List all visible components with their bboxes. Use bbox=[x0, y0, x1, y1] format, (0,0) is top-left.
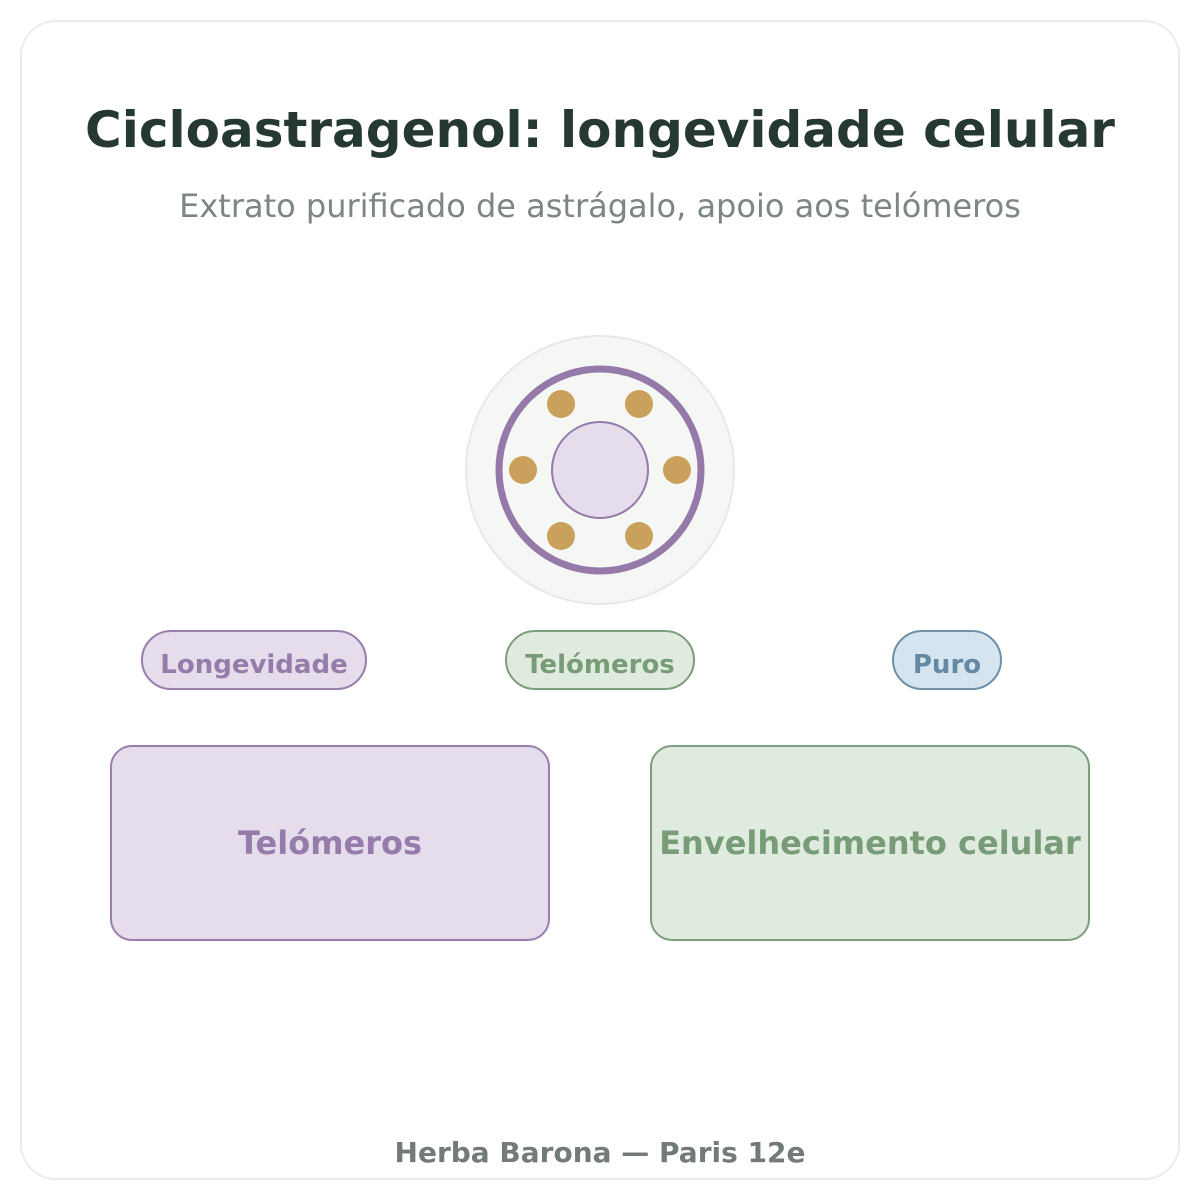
tag-label: Telómeros bbox=[525, 650, 675, 680]
emblem-dot bbox=[509, 456, 537, 484]
molecule-ring-icon bbox=[465, 335, 735, 605]
feature-card-label: Envelhecimento celular bbox=[659, 824, 1081, 862]
tag-label: Longevidade bbox=[160, 650, 348, 680]
tag-longevidade: Longevidade bbox=[141, 630, 367, 690]
tag-label: Puro bbox=[912, 650, 982, 680]
emblem-dot bbox=[547, 522, 575, 550]
emblem-ring bbox=[495, 365, 705, 575]
emblem-dot bbox=[625, 522, 653, 550]
tag-telomeros: Telómeros bbox=[505, 630, 695, 690]
feature-card-envelhecimento: Envelhecimento celular bbox=[650, 745, 1090, 941]
tag-puro: Puro bbox=[892, 630, 1002, 690]
emblem-dot bbox=[663, 456, 691, 484]
feature-card-label: Telómeros bbox=[237, 824, 423, 862]
emblem-dot bbox=[625, 390, 653, 418]
page-subtitle: Extrato purificado de astrágalo, apoio a… bbox=[179, 187, 1021, 225]
emblem-dot bbox=[547, 390, 575, 418]
feature-card-telomeros: Telómeros bbox=[110, 745, 550, 941]
emblem-core bbox=[551, 421, 649, 519]
footer-text: Herba Barona — Paris 12e bbox=[394, 1136, 806, 1169]
page-title: Cicloastragenol: longevidade celular bbox=[85, 101, 1115, 159]
